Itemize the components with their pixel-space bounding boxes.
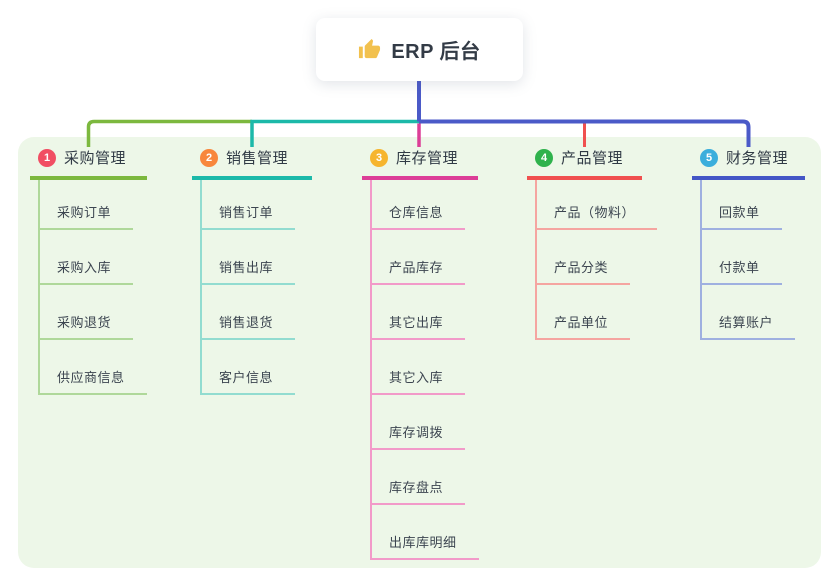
branch-finance-header[interactable]: 5 财务管理: [692, 147, 805, 180]
branch-inventory: 3 库存管理 仓库信息 产品库存 其它出库 其它入库 库存调拨 库存盘点 出库库…: [362, 147, 479, 560]
branches-panel: [18, 137, 821, 568]
branch-sales-header[interactable]: 2 销售管理: [192, 147, 312, 180]
root-title: ERP 后台: [391, 41, 481, 63]
child-node[interactable]: 仓库信息: [372, 180, 466, 230]
branch-product-children: 产品（物料） 产品分类 产品单位: [535, 180, 658, 340]
branch-product-header[interactable]: 4 产品管理: [527, 147, 642, 180]
branch-title: 销售管理: [226, 150, 289, 167]
branch-number-badge: 4: [535, 148, 553, 167]
branch-finance-children: 回款单 付款单 结算账户: [700, 180, 805, 340]
branch-inventory-children: 仓库信息 产品库存 其它出库 其它入库 库存调拨 库存盘点 出库库明细: [370, 180, 479, 560]
child-node[interactable]: 产品单位: [537, 285, 631, 340]
branch-purchase-header[interactable]: 1 采购管理: [30, 147, 147, 180]
branch-purchase: 1 采购管理 采购订单 采购入库 采购退货 供应商信息: [30, 147, 147, 395]
branch-title: 财务管理: [726, 150, 789, 167]
child-node[interactable]: 采购退货: [40, 285, 134, 340]
branch-number-badge: 3: [370, 148, 388, 167]
branch-product: 4 产品管理 产品（物料） 产品分类 产品单位: [527, 147, 658, 340]
child-node[interactable]: 销售出库: [202, 230, 296, 285]
child-node[interactable]: 供应商信息: [40, 340, 147, 395]
child-node[interactable]: 库存调拨: [372, 395, 466, 450]
branch-title: 采购管理: [64, 150, 127, 167]
branch-title: 库存管理: [396, 150, 459, 167]
root-node[interactable]: ERP 后台: [316, 18, 523, 81]
child-node[interactable]: 产品分类: [537, 230, 631, 285]
branch-number-badge: 1: [38, 148, 56, 167]
branch-purchase-children: 采购订单 采购入库 采购退货 供应商信息: [38, 180, 147, 395]
branch-title: 产品管理: [561, 150, 624, 167]
child-node[interactable]: 出库库明细: [372, 505, 479, 560]
branch-inventory-header[interactable]: 3 库存管理: [362, 147, 478, 180]
child-node[interactable]: 结算账户: [702, 285, 796, 340]
child-node[interactable]: 产品库存: [372, 230, 466, 285]
child-node[interactable]: 其它入库: [372, 340, 466, 395]
child-node[interactable]: 其它出库: [372, 285, 466, 340]
child-node[interactable]: 产品（物料）: [537, 180, 658, 230]
thumbs-up-icon: [358, 38, 381, 61]
branch-number-badge: 2: [200, 148, 218, 167]
child-node[interactable]: 销售订单: [202, 180, 296, 230]
child-node[interactable]: 库存盘点: [372, 450, 466, 505]
child-node[interactable]: 回款单: [702, 180, 782, 230]
branch-finance: 5 财务管理 回款单 付款单 结算账户: [692, 147, 805, 340]
branch-number-badge: 5: [700, 148, 718, 167]
child-node[interactable]: 客户信息: [202, 340, 296, 395]
branch-sales-children: 销售订单 销售出库 销售退货 客户信息: [200, 180, 312, 395]
child-node[interactable]: 销售退货: [202, 285, 296, 340]
branch-sales: 2 销售管理 销售订单 销售出库 销售退货 客户信息: [192, 147, 312, 395]
child-node[interactable]: 付款单: [702, 230, 782, 285]
child-node[interactable]: 采购订单: [40, 180, 134, 230]
child-node[interactable]: 采购入库: [40, 230, 134, 285]
